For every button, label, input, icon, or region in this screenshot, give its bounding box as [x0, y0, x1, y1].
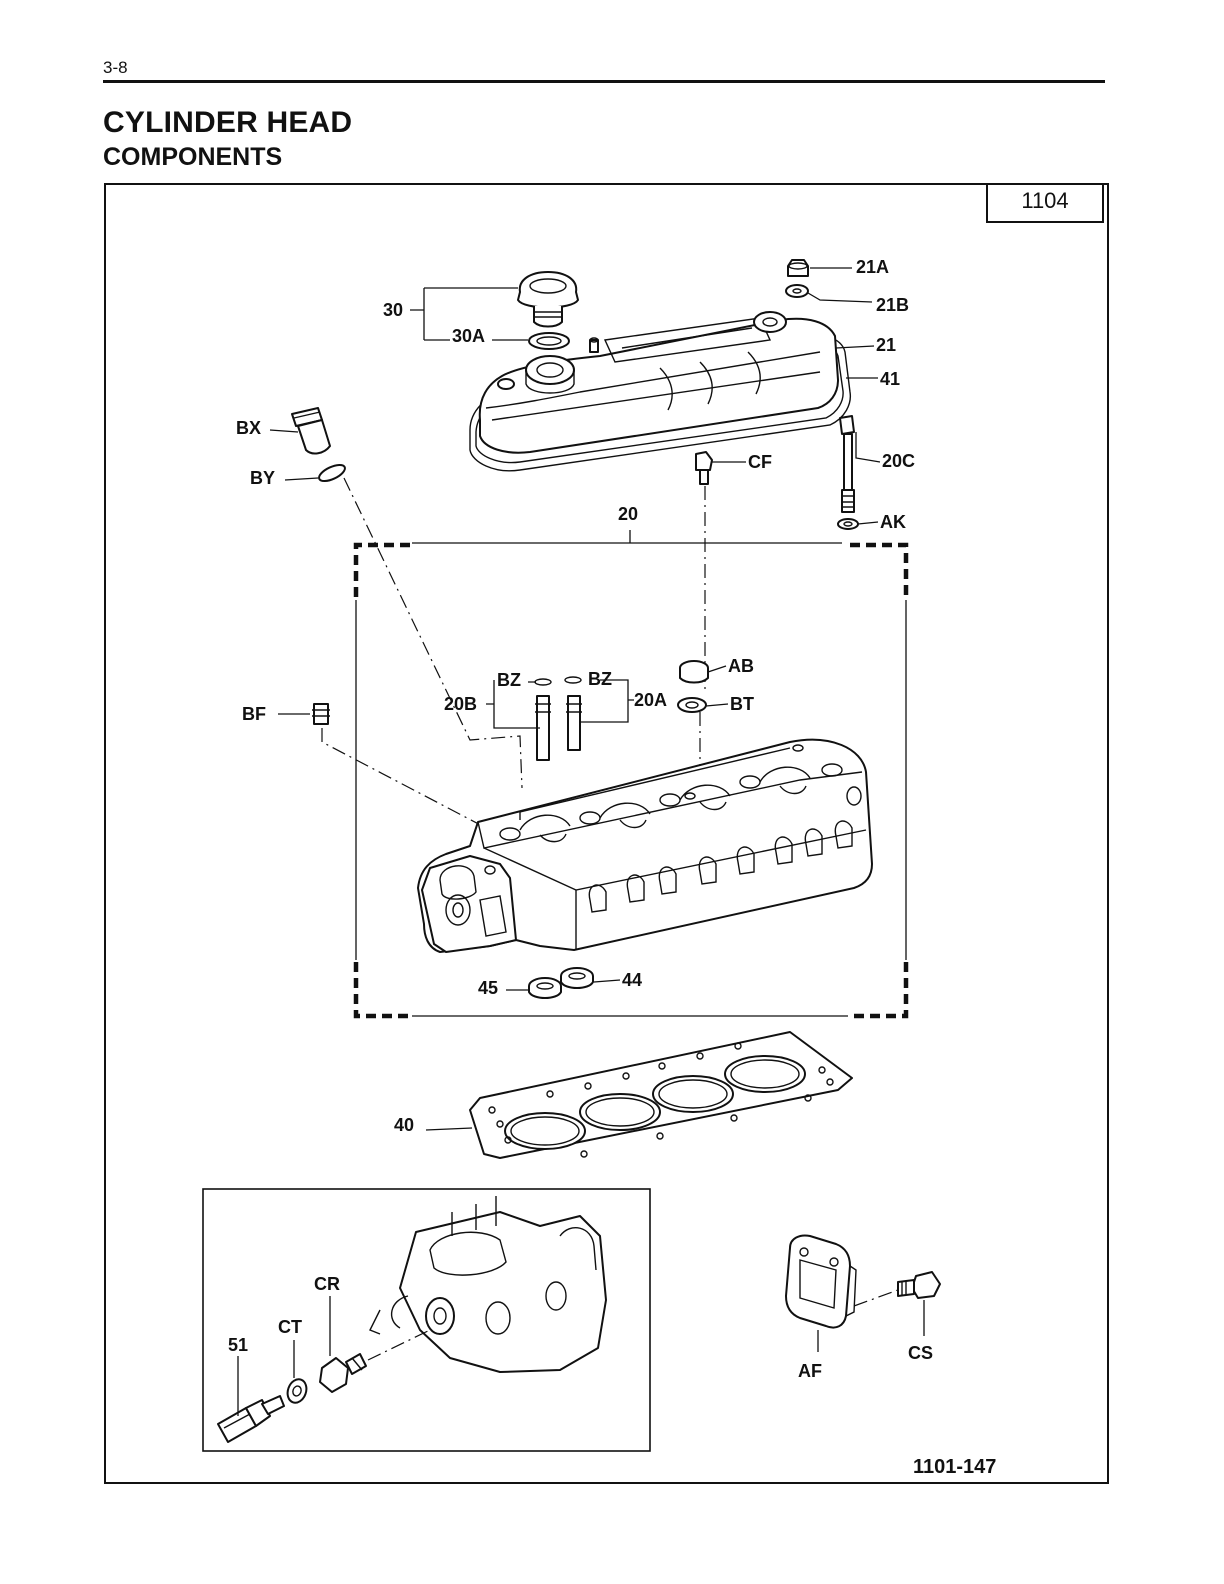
callout-45: 45: [478, 978, 498, 998]
callout-40: 40: [394, 1115, 414, 1135]
valve-guides: [535, 677, 582, 760]
callout-AF: AF: [798, 1361, 822, 1381]
callout-30: 30: [383, 300, 403, 320]
callout-BX: BX: [236, 418, 261, 438]
callout-BF: BF: [242, 704, 266, 724]
callout-20: 20: [618, 504, 638, 524]
bolt-cs: [898, 1272, 940, 1298]
callout-BT: BT: [730, 694, 754, 714]
seals-44-45: [529, 968, 593, 998]
callout-CF: CF: [748, 452, 772, 472]
plug-ab: [678, 661, 708, 712]
cover-plate-af: [786, 1236, 856, 1328]
washer-ct: [284, 1377, 309, 1406]
cap-nut: [786, 260, 808, 297]
plug-bf: [312, 704, 330, 724]
callout-44: 44: [622, 970, 642, 990]
callout-21A: 21A: [856, 257, 889, 277]
callout-BZ-right: BZ: [588, 669, 612, 689]
figure-reference: 1101-147: [913, 1456, 996, 1478]
callout-30A: 30A: [452, 326, 485, 346]
callout-21B: 21B: [876, 295, 909, 315]
head-gasket: [470, 1032, 852, 1158]
group-number: 1104: [1021, 188, 1068, 213]
callout-AK: AK: [880, 512, 906, 532]
callout-BY: BY: [250, 468, 275, 488]
breather-plug: [292, 408, 347, 484]
callout-CT: CT: [278, 1317, 302, 1337]
bolt-cf: [696, 452, 712, 484]
callout-41: 41: [880, 369, 900, 389]
callout-20C: 20C: [882, 451, 915, 471]
valve-cover: [470, 312, 850, 471]
cylinder-head: [418, 740, 872, 952]
callout-20A: 20A: [634, 690, 667, 710]
thermostat-housing: [370, 1196, 606, 1372]
callout-51: 51: [228, 1335, 248, 1355]
callout-CR: CR: [314, 1274, 340, 1294]
oil-filler-cap: [518, 272, 578, 349]
bolt-cr: [320, 1354, 366, 1392]
callout-CS: CS: [908, 1343, 933, 1363]
callout-20B: 20B: [444, 694, 477, 714]
callout-BZ-left: BZ: [497, 670, 521, 690]
sender-51: [218, 1396, 284, 1442]
callout-AB: AB: [728, 656, 754, 676]
callout-21: 21: [876, 335, 896, 355]
stud-20c: [838, 416, 858, 529]
